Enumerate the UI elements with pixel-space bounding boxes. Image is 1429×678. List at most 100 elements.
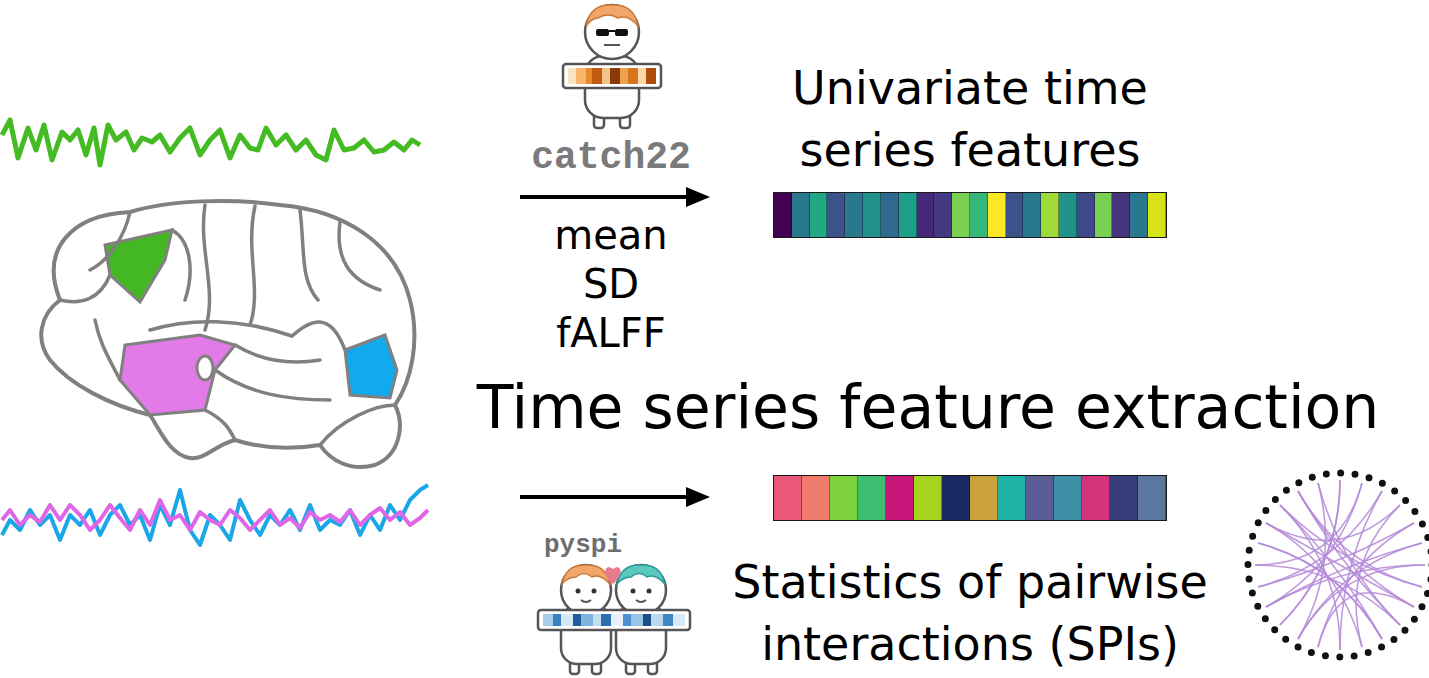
catch22-mascot (585, 5, 639, 59)
feature-cell (886, 476, 914, 520)
brain-illustration (41, 201, 414, 467)
feature-cell (970, 193, 988, 237)
brain-sulcus (203, 205, 209, 330)
brain-sulcus (300, 210, 318, 300)
brain-sulcus (150, 322, 292, 336)
feature-cell (863, 193, 881, 237)
feature-cell (827, 193, 845, 237)
connectivity-circle (1248, 473, 1429, 657)
pyspi-mascots (631, 589, 636, 594)
connectivity-circle (1298, 483, 1326, 639)
feature-bar (773, 475, 1167, 521)
feature-bar (773, 192, 1167, 238)
catch22-mascot (576, 68, 586, 84)
catch22-mascot (602, 68, 610, 84)
feature-cell (1095, 193, 1113, 237)
catch22-mascot (610, 68, 620, 84)
time-series-pair (2, 485, 428, 545)
pyspi-mascots (643, 614, 651, 626)
pyspi-mascots (623, 614, 631, 626)
arrow (520, 495, 690, 499)
feature-cell (845, 193, 863, 237)
connectivity-circle (1280, 505, 1340, 650)
pyspi-mascots (561, 614, 573, 626)
feature-cell (1082, 476, 1110, 520)
catch22-mascot (586, 5, 638, 26)
brain-sulcus (90, 212, 130, 270)
brain-illustration (41, 201, 414, 467)
connectivity-circle (1248, 473, 1429, 657)
feature-heading: Statistics of pairwise interactions (SPI… (690, 551, 1250, 675)
feature-cell (792, 193, 810, 237)
pyspi-mascots (663, 614, 673, 626)
brain-illustration (120, 335, 235, 415)
pyspi-mascots (673, 614, 685, 626)
feature-cell (1130, 193, 1148, 237)
connectivity-circle (1280, 505, 1422, 587)
feature-cell (952, 193, 970, 237)
tool-name: catch22 (531, 135, 691, 181)
catch22-mascot (604, 44, 620, 46)
arrow (520, 187, 710, 507)
brain-illustration (197, 356, 213, 380)
connectivity-circle (1356, 505, 1400, 647)
time-series-pair (2, 485, 428, 545)
catch22-mascot (563, 64, 661, 88)
brain-sulcus (95, 320, 120, 380)
feature-cell (774, 193, 792, 237)
catch22-mascot (596, 29, 609, 36)
feature-cell (774, 476, 802, 520)
feature-cell (1077, 193, 1095, 237)
brain-sulcus (60, 205, 395, 445)
time-series-pair (2, 500, 428, 530)
feature-cell (1023, 193, 1041, 237)
pyspi-mascots (592, 589, 597, 594)
brain-sulcus (215, 370, 330, 400)
feature-cell (914, 476, 942, 520)
catch22-mascot (628, 68, 638, 84)
catch22-mascot (592, 68, 602, 84)
pyspi-mascots (647, 589, 652, 594)
feature-cell (942, 476, 970, 520)
pyspi-mascots (581, 600, 591, 602)
connectivity-circle (1255, 480, 1425, 650)
feature-cell (1112, 193, 1130, 237)
catch22-mascot (638, 68, 646, 84)
catch22-mascot (563, 5, 661, 128)
feature-cell (858, 476, 886, 520)
brain-illustration (105, 230, 172, 302)
feature-vector-node: Statistics of pairwise interactions (SPI… (690, 475, 1250, 675)
feature-cell (1138, 476, 1166, 520)
connectivity-circle (1255, 565, 1400, 625)
pyspi-mascots (538, 565, 690, 674)
arrow (686, 187, 710, 207)
brain-sulcus (250, 206, 255, 325)
feature-cell (1026, 476, 1054, 520)
arrow (520, 195, 690, 199)
pyspi-mascots (651, 614, 663, 626)
brain-sulcus (235, 345, 320, 362)
connectivity-circle (1280, 505, 1382, 639)
pyspi-mascots (616, 606, 666, 664)
connectivity-circle (1298, 491, 1400, 625)
pyspi-mascots (617, 565, 665, 584)
feature-cell (810, 193, 828, 237)
tool-name: pyspi (544, 530, 622, 561)
time-series-green (2, 120, 420, 165)
pyspi-mascots (631, 614, 643, 626)
brain-sulcus (320, 405, 395, 445)
feature-cell (1041, 193, 1059, 237)
brain-illustration (345, 335, 397, 398)
feature-vector-node: Univariate time series features (750, 57, 1190, 238)
catch22-mascot (615, 29, 628, 36)
catch22-mascot (586, 68, 592, 84)
pyspi-mascots (616, 565, 666, 615)
feature-cell (917, 193, 935, 237)
pyspi-mascots (611, 614, 623, 626)
pyspi-mascots (538, 610, 690, 630)
feature-cell (899, 193, 917, 237)
feature-cell (802, 476, 830, 520)
feature-cell (970, 476, 998, 520)
